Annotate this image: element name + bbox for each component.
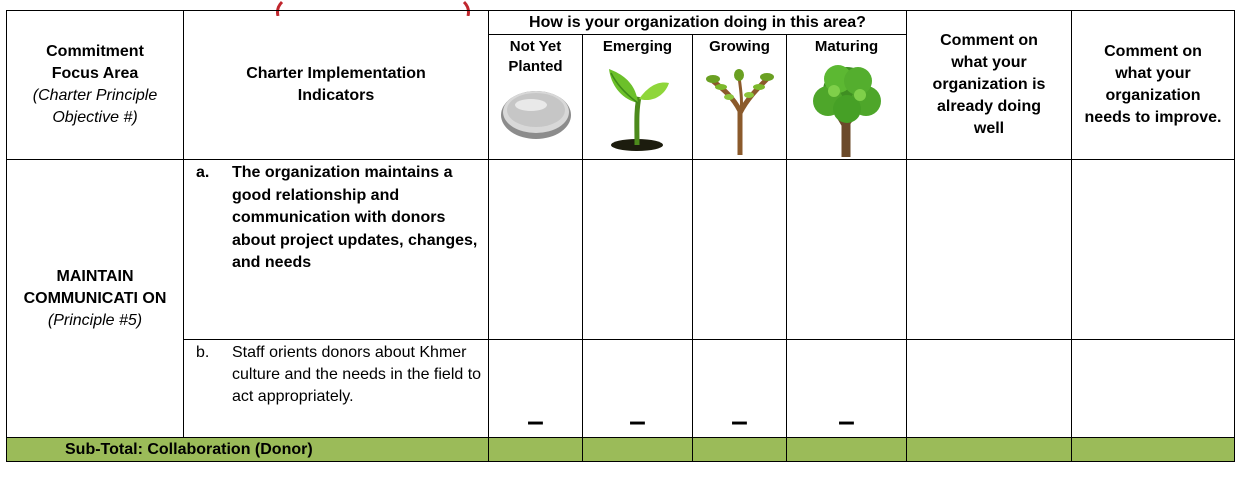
focus-area-line2: Focus Area — [51, 65, 139, 82]
comment-improve-header: Comment on what your organization needs … — [1071, 10, 1235, 160]
indicator-row-a: MAINTAIN COMMUNICATI ON (Principle #5) a… — [6, 159, 1235, 438]
focus-area-header: Commitment Focus Area (Charter Principle… — [6, 10, 184, 160]
subtotal-row: Sub-Total: Collaboration (Donor) — [6, 437, 1235, 462]
indicator-text: The organization maintains a good relati… — [232, 164, 478, 271]
rating-cell-not-yet-planted[interactable]: – — [488, 339, 583, 438]
indicator-text: Staff orients donors about Khmer culture… — [232, 344, 482, 405]
level-emerging: Emerging — [582, 34, 693, 160]
subtotal-label: Sub-Total: Collaboration (Donor) — [6, 437, 489, 462]
subtotal-cell[interactable] — [692, 437, 787, 462]
focus-area-title: MAINTAIN COMMUNICATI ON — [23, 267, 167, 307]
rating-cell-emerging[interactable] — [582, 159, 693, 340]
level-label: Emerging — [602, 38, 673, 55]
header-row-top: Commitment Focus Area (Charter Principle… — [6, 10, 1235, 160]
indicator-cell: a. The organization maintains a good rel… — [183, 159, 489, 340]
rating-cell-maturing[interactable] — [786, 159, 907, 340]
seedling-icon — [608, 69, 669, 151]
comment-well-header: Comment on what your organization is alr… — [906, 10, 1072, 160]
indicator-cell: b. Staff orients donors about Khmer cult… — [183, 339, 489, 438]
focus-area-principle: (Principle #5) — [47, 311, 143, 329]
tree-icon — [812, 65, 881, 157]
rating-cell-not-yet-planted[interactable] — [488, 159, 583, 340]
comment-improve-cell[interactable] — [1071, 339, 1235, 438]
subtotal-cell[interactable] — [906, 437, 1072, 462]
indicator-marker: a. — [196, 164, 210, 181]
assessment-question-header: How is your organization doing in this a… — [488, 10, 907, 35]
indicators-header: Charter Implementation Indicators — [183, 10, 489, 160]
focus-area-line1: Commitment — [46, 43, 144, 60]
comment-well-cell[interactable] — [906, 159, 1072, 340]
level-growing: Growing — [692, 34, 787, 160]
subtotal-cell[interactable] — [1071, 437, 1235, 462]
rating-cell-emerging[interactable]: – — [582, 339, 693, 438]
comment-well-cell[interactable] — [906, 339, 1072, 438]
indicator-marker: b. — [196, 344, 210, 361]
level-label: Not Yet Planted — [508, 38, 563, 75]
level-label: Growing — [709, 38, 770, 55]
indicator-row-b: b. Staff orients donors about Khmer cult… — [7, 339, 1235, 438]
subtotal-cell[interactable] — [786, 437, 907, 462]
level-not-yet-planted: Not Yet Planted — [488, 34, 583, 160]
level-label: Maturing — [814, 38, 879, 55]
focus-area-cell: MAINTAIN COMMUNICATI ON (Principle #5) — [6, 159, 184, 438]
rating-cell-maturing[interactable]: – — [786, 339, 907, 438]
rating-cell-growing[interactable] — [692, 159, 787, 340]
focus-area-line4: Objective #) — [52, 109, 138, 126]
charter-assessment-table: Commitment Focus Area (Charter Principle… — [6, 10, 1235, 462]
sapling-icon — [705, 69, 774, 155]
rating-cell-growing[interactable]: – — [692, 339, 787, 438]
subtotal-cell[interactable] — [582, 437, 693, 462]
header-row-levels: Not Yet Planted Emerging Growing — [7, 34, 1235, 160]
subtotal-cell[interactable] — [488, 437, 583, 462]
level-maturing: Maturing — [786, 34, 907, 160]
empty-pot-icon — [500, 91, 571, 139]
comment-improve-cell[interactable] — [1071, 159, 1235, 340]
focus-area-line3: (Charter Principle — [32, 87, 158, 104]
